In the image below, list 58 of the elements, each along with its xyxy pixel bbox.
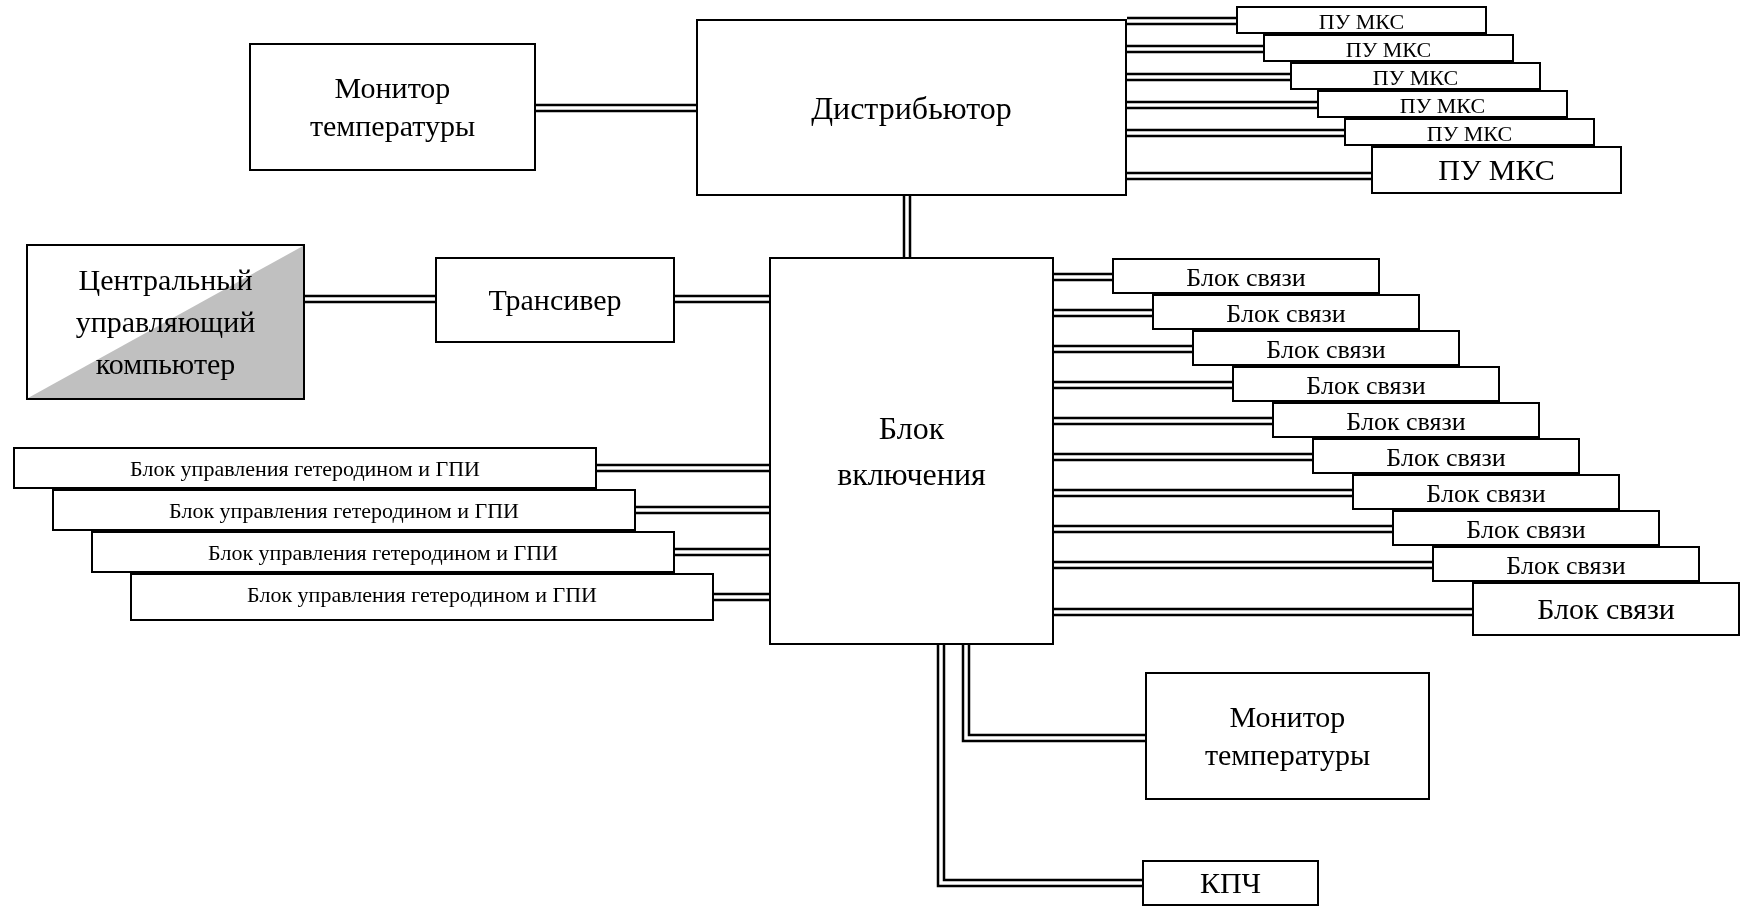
block-box: [1344, 118, 1595, 146]
box-label: ПУ МКС: [1438, 152, 1555, 188]
box-label: ПУ МКС: [1426, 121, 1513, 147]
double-line-connector: [1125, 16, 1238, 26]
block-box: [26, 244, 305, 400]
block-box: [1112, 258, 1380, 294]
block-box: [1432, 546, 1700, 582]
block-box: [1232, 366, 1500, 402]
box-label: Монитор температуры: [1203, 699, 1372, 773]
block-box: [130, 573, 714, 621]
block-box: [1263, 34, 1514, 62]
block-box: [1152, 294, 1420, 330]
block-box: [696, 19, 1127, 196]
block-box: [1142, 860, 1319, 906]
box-label: Блок связи: [1537, 591, 1675, 627]
block-box: [1272, 402, 1540, 438]
box-label: Блок связи: [1426, 478, 1546, 510]
block-box: [1317, 90, 1568, 118]
block-box: [1236, 6, 1487, 34]
box-label: Монитор температуры: [308, 70, 477, 144]
box-label: Блок связи: [1186, 262, 1306, 294]
box-label: ПУ МКС: [1318, 9, 1405, 35]
block-box: [1472, 582, 1740, 636]
box-label: Блок включения: [836, 409, 987, 494]
box-label: Блок связи: [1226, 298, 1346, 330]
block-box: [1192, 330, 1460, 366]
box-label: ПУ МКС: [1345, 37, 1432, 63]
box-label: Блок связи: [1466, 514, 1586, 546]
box-label: Блок связи: [1386, 442, 1506, 474]
box-label: КПЧ: [1199, 865, 1262, 901]
block-box: [435, 257, 675, 343]
box-label: Блок связи: [1306, 370, 1426, 402]
box-label: Блок связи: [1506, 550, 1626, 582]
box-label: Блок связи: [1266, 334, 1386, 366]
double-line-connector: [936, 643, 1144, 888]
block-box: [1312, 438, 1580, 474]
block-box: [1145, 672, 1430, 800]
block-box: [52, 489, 636, 531]
box-label: ПУ МКС: [1399, 93, 1486, 119]
block-box: [1352, 474, 1620, 510]
block-box: [1290, 62, 1541, 90]
box-label: Центральный управляющий компьютер: [74, 262, 257, 382]
block-box: [13, 447, 597, 489]
block-box: [91, 531, 675, 573]
box-label: Блок управления гетеродином и ГПИ: [130, 455, 480, 483]
double-line-connector: [902, 194, 912, 259]
box-label: Блок управления гетеродином и ГПИ: [208, 539, 558, 567]
box-label: Блок управления гетеродином и ГПИ: [247, 581, 597, 609]
block-box: [769, 257, 1054, 645]
block-box: [249, 43, 536, 171]
block-box: [1371, 146, 1622, 194]
block-box: [1392, 510, 1660, 546]
box-label: Блок связи: [1346, 406, 1466, 438]
box-label: Дистрибьютор: [811, 88, 1012, 127]
box-label: Трансивер: [488, 282, 622, 318]
box-label: Блок управления гетеродином и ГПИ: [169, 497, 519, 525]
double-line-connector: [961, 643, 1147, 743]
box-label: ПУ МКС: [1372, 65, 1459, 91]
